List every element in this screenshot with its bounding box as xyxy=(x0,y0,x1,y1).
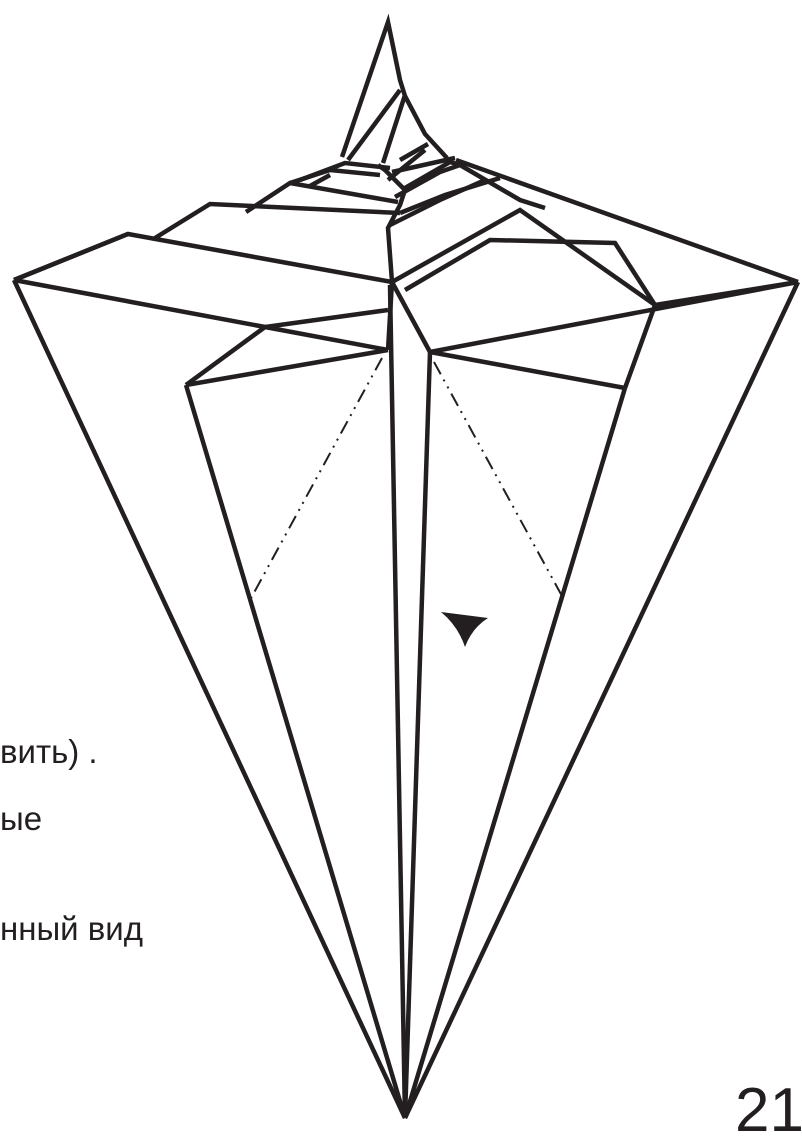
left-valley-fold-line xyxy=(250,358,382,600)
model-central-keel xyxy=(388,282,430,1118)
page-number: 21 xyxy=(735,1080,802,1142)
direction-arrowhead-icon xyxy=(441,612,488,647)
right-valley-fold-line xyxy=(434,362,562,596)
model-top-spire xyxy=(342,22,447,163)
model-right-facet xyxy=(392,210,798,1118)
body-text-fragment: вить) . xyxy=(0,735,98,768)
body-text-fragment: нный вид xyxy=(0,912,143,945)
valley-fold-lines xyxy=(250,358,562,600)
body-text-fragment: ые xyxy=(0,802,42,835)
